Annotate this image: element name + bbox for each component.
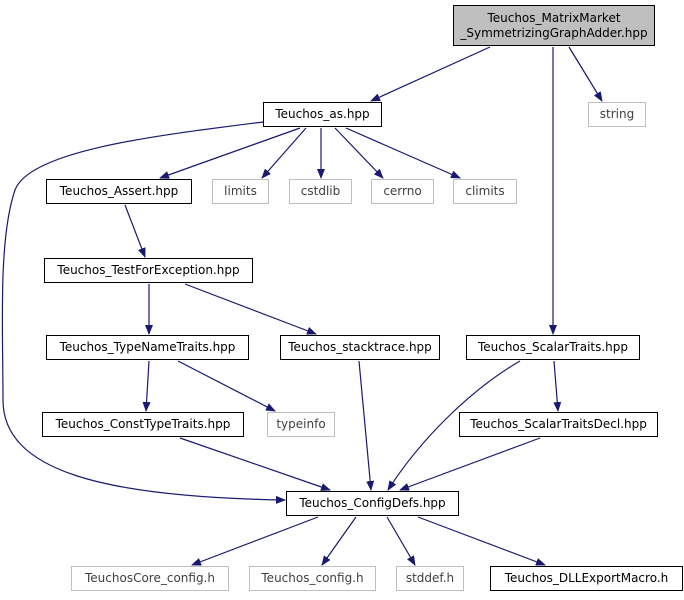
node-cerrno: cerrno bbox=[371, 179, 434, 204]
node-teuchos-consttypetraits[interactable]: Teuchos_ConstTypeTraits.hpp bbox=[42, 412, 244, 437]
node-limits: limits bbox=[212, 179, 269, 204]
edge-root-string bbox=[568, 46, 603, 102]
node-typeinfo: typeinfo bbox=[267, 412, 335, 437]
edge-as-cerrno bbox=[334, 127, 384, 179]
node-teuchos-typenametraits[interactable]: Teuchos_TypeNameTraits.hpp bbox=[46, 335, 249, 360]
node-stddef: stddef.h bbox=[396, 566, 464, 591]
node-teuchos-dllexportmacro[interactable]: Teuchos_DLLExportMacro.h bbox=[490, 566, 683, 591]
node-teuchos-as[interactable]: Teuchos_as.hpp bbox=[263, 102, 382, 127]
node-teuchos-scalartraitsdecl[interactable]: Teuchos_ScalarTraitsDecl.hpp bbox=[459, 412, 658, 437]
node-root-file: Teuchos_MatrixMarket _SymmetrizingGraphA… bbox=[453, 5, 655, 46]
node-teuchos-testforexception[interactable]: Teuchos_TestForException.hpp bbox=[44, 258, 253, 283]
edge-consttypetraits-configdefs bbox=[179, 437, 331, 491]
edge-scalartraitsdecl-configdefs bbox=[399, 437, 541, 491]
node-teuchos-scalartraits[interactable]: Teuchos_ScalarTraits.hpp bbox=[466, 335, 640, 360]
node-cstdlib: cstdlib bbox=[289, 179, 352, 204]
edge-typenametraits-consttypetraits bbox=[142, 360, 151, 412]
edge-as-limits bbox=[261, 127, 307, 179]
edge-configdefs-coreconfig bbox=[191, 516, 319, 566]
node-climits: climits bbox=[453, 179, 517, 204]
edge-as-climits bbox=[345, 127, 461, 179]
edge-as-assert bbox=[159, 127, 301, 179]
edge-typenametraits-typeinfo bbox=[177, 360, 276, 412]
edge-root-as bbox=[370, 46, 491, 102]
node-teuchos-stacktrace[interactable]: Teuchos_stacktrace.hpp bbox=[280, 335, 440, 360]
edge-scalartraits-scalartraitsdecl bbox=[553, 360, 562, 412]
node-teuchoscore-config: TeuchosCore_config.h bbox=[71, 566, 229, 591]
node-teuchos-assert[interactable]: Teuchos_Assert.hpp bbox=[46, 179, 192, 204]
edge-as-configdefs bbox=[1, 121, 286, 504]
node-teuchos-configdefs[interactable]: Teuchos_ConfigDefs.hpp bbox=[286, 491, 459, 516]
edge-configdefs-dllexport bbox=[417, 516, 546, 566]
edge-stacktrace-configdefs bbox=[358, 360, 375, 491]
node-string: string bbox=[588, 102, 646, 127]
edge-scalartraits-configdefs bbox=[387, 360, 521, 491]
edge-configdefs-config bbox=[321, 516, 357, 566]
edge-assert-testforexception bbox=[124, 204, 146, 258]
node-teuchos-config: Teuchos_config.h bbox=[249, 566, 376, 591]
edge-configdefs-stddef bbox=[386, 516, 416, 566]
edge-testforexception-stacktrace bbox=[184, 283, 317, 335]
